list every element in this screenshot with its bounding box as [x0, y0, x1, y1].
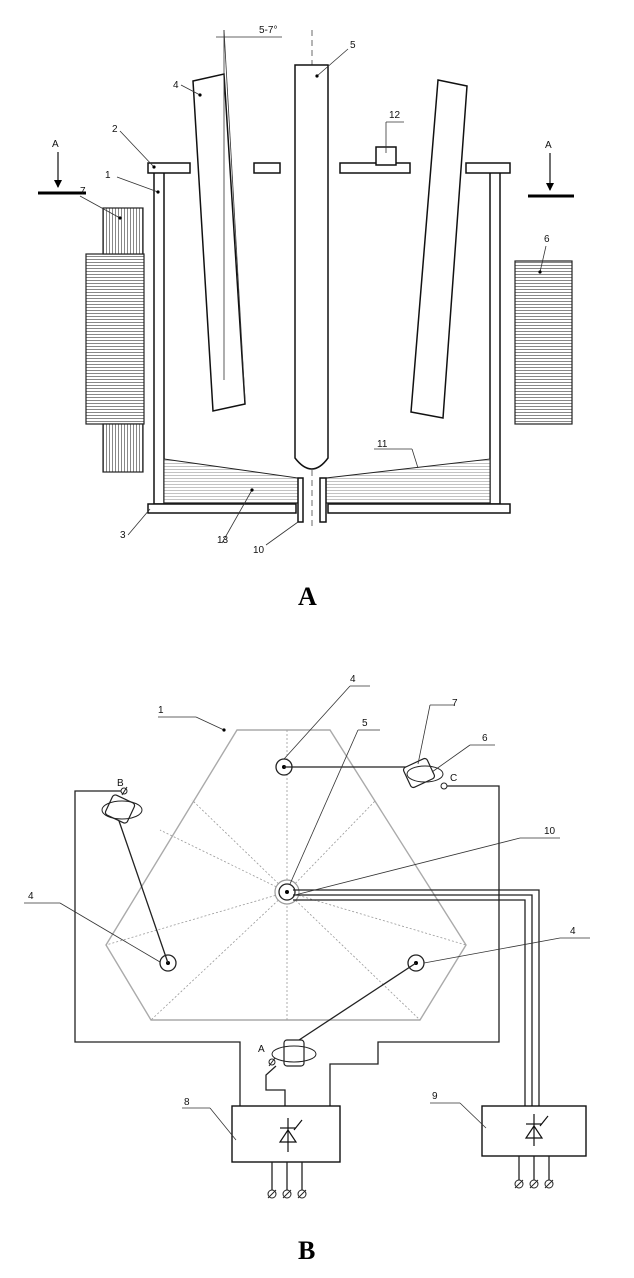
section-mark-right: A — [545, 140, 552, 151]
cover-segment-right — [339, 162, 411, 174]
inductor-left — [85, 253, 145, 425]
power-unit-9-terminals — [514, 1156, 554, 1189]
power-unit-8-terminals — [267, 1162, 307, 1199]
transformer-a — [268, 1039, 317, 1067]
label-b-4-left: 4 — [28, 891, 34, 902]
bottom-plate-left — [147, 503, 297, 514]
phase-label-b: B — [117, 778, 124, 789]
label-a-1: 1 — [105, 170, 111, 181]
crucible-wall-right — [489, 167, 501, 505]
figure-a-leaders — [79, 48, 547, 546]
melt-lining-right — [325, 458, 491, 504]
transformer-b — [101, 786, 143, 824]
inductor-top-7 — [102, 207, 144, 255]
label-a-12: 12 — [389, 110, 401, 121]
label-b-8: 8 — [184, 1097, 190, 1108]
nozzle-right — [319, 477, 327, 523]
label-b-4-right: 4 — [570, 926, 576, 937]
phase-label-c: C — [450, 773, 457, 784]
label-a-10: 10 — [253, 545, 265, 556]
top-flange-left — [147, 162, 191, 174]
label-a-4: 4 — [173, 80, 179, 91]
section-grid — [105, 730, 467, 1021]
angle-label: 5-7° — [259, 25, 277, 36]
label-a-7: 7 — [80, 186, 86, 197]
crucible-wall-left — [153, 167, 165, 505]
section-mark-left: A — [52, 139, 59, 150]
figure-a: 5-7° A A 1 2 3 4 5 6 7 10 — [38, 25, 574, 611]
inductor-bottom — [102, 423, 144, 473]
central-electrode — [294, 64, 329, 470]
label-a-2: 2 — [112, 124, 118, 135]
label-b-9: 9 — [432, 1091, 438, 1102]
section-arrow-left-head — [54, 180, 62, 188]
thyristor-icon-2 — [524, 1114, 549, 1146]
label-b-5: 5 — [362, 718, 368, 729]
thyristor-icon — [278, 1118, 303, 1152]
label-b-6: 6 — [482, 733, 488, 744]
figure-b: 1 4 4 4 5 6 7 8 9 10 A B C B — [24, 674, 590, 1265]
angle-line-inclined — [223, 29, 246, 401]
label-b-7: 7 — [452, 698, 458, 709]
caption-b: B — [298, 1236, 315, 1265]
section-arrow-right-head — [546, 183, 554, 191]
label-b-1: 1 — [158, 705, 164, 716]
cover-segment-left — [253, 162, 281, 174]
label-a-11: 11 — [377, 439, 388, 450]
bottom-plate-right — [327, 503, 511, 514]
inductor-right-6 — [514, 260, 573, 425]
wiring — [74, 766, 540, 1106]
label-a-5: 5 — [350, 40, 356, 51]
phase-label-a: A — [258, 1044, 265, 1055]
top-flange-right — [465, 162, 511, 174]
label-a-3: 3 — [120, 530, 126, 541]
melt-lining-left — [163, 458, 299, 504]
caption-a: A — [298, 582, 317, 611]
nozzle-left — [297, 477, 304, 523]
figure-b-leaders — [24, 685, 590, 1141]
label-b-4-top: 4 — [350, 674, 356, 685]
label-a-13: 13 — [217, 535, 229, 546]
electrode-left — [192, 73, 246, 412]
label-a-6: 6 — [544, 234, 550, 245]
transformer-c — [402, 757, 448, 790]
label-b-10: 10 — [544, 826, 556, 837]
electrode-right — [410, 79, 468, 419]
